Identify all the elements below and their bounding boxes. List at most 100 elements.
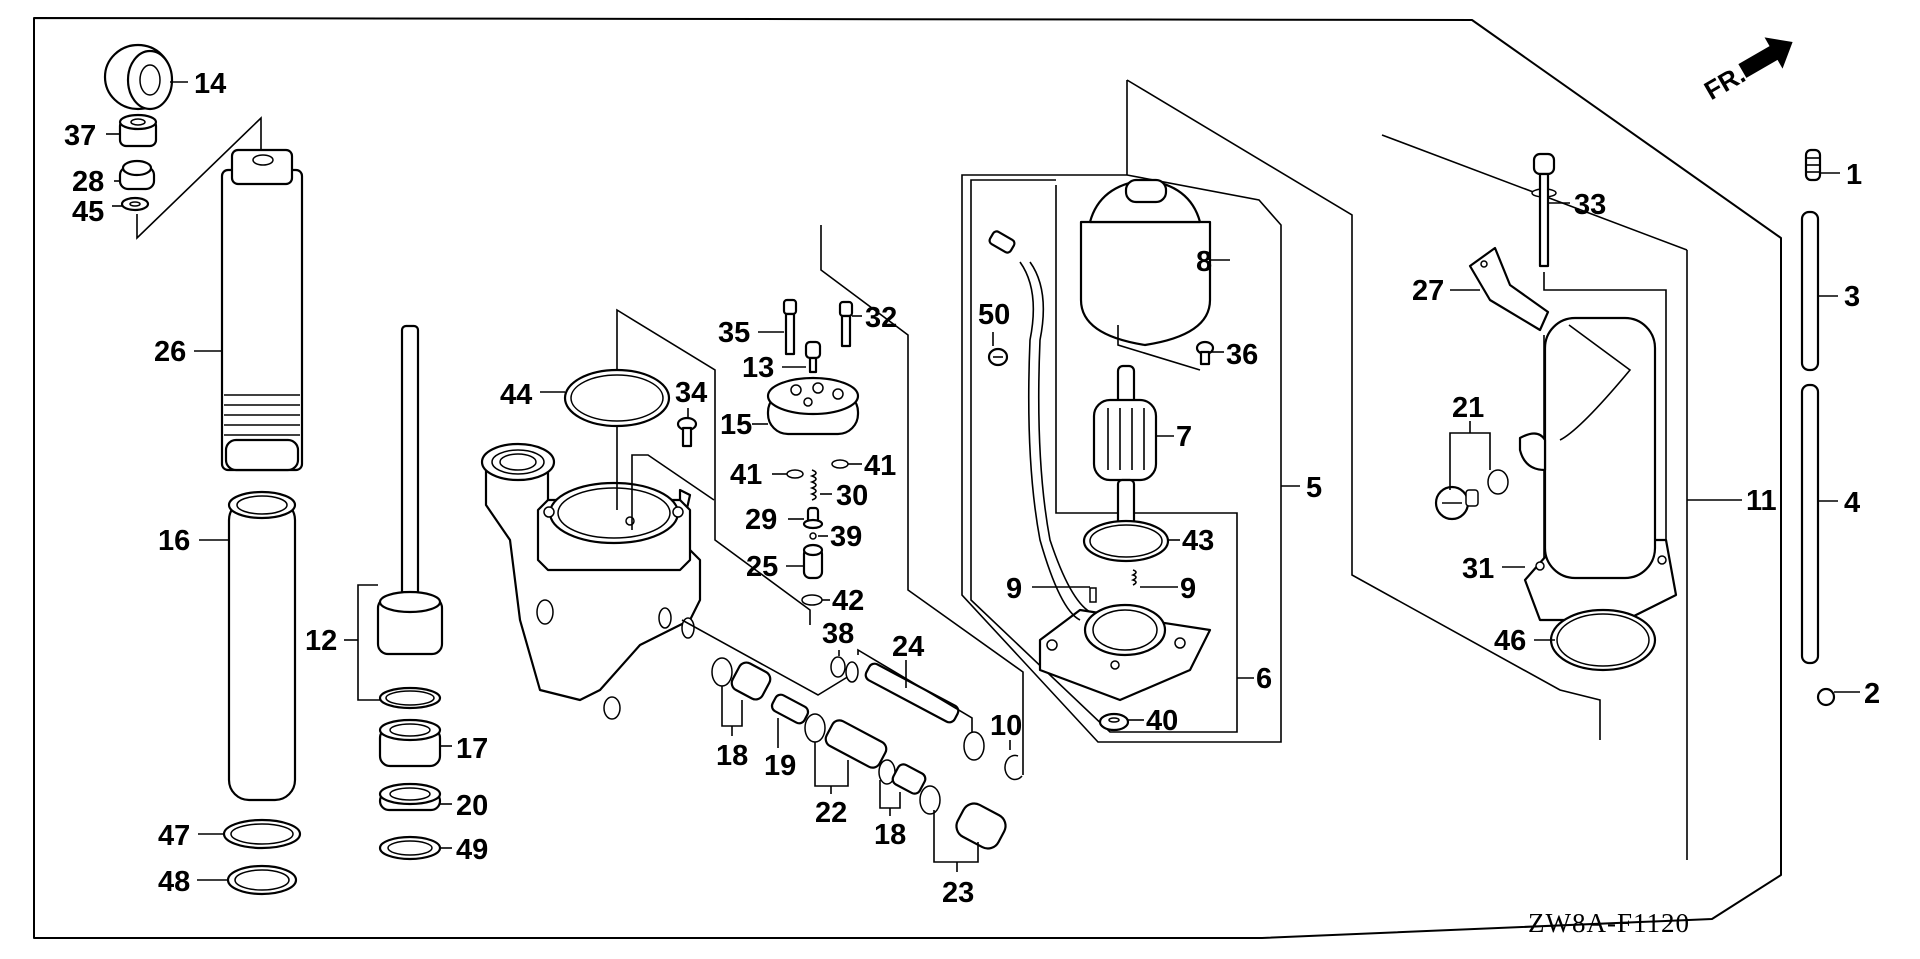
part-26-cylinder bbox=[194, 148, 304, 472]
label-33: 33 bbox=[1574, 189, 1606, 221]
label-11: 11 bbox=[1746, 485, 1777, 517]
label-40: 40 bbox=[1146, 705, 1178, 737]
label-18-right: 18 bbox=[874, 819, 906, 851]
labels: 14 37 28 4 5 26 16 47 48 1 2 17 20 49 44 3… bbox=[64, 68, 1880, 909]
part-38-o-ring bbox=[830, 650, 859, 683]
part-9-brush-left bbox=[1032, 586, 1097, 603]
part-50-clip bbox=[987, 332, 1009, 367]
arrow-icon bbox=[1738, 37, 1793, 78]
label-13: 13 bbox=[742, 352, 774, 384]
label-35: 35 bbox=[718, 317, 750, 349]
part-18-valve-right bbox=[878, 759, 927, 816]
label-9-right: 9 bbox=[1180, 573, 1196, 605]
label-19: 19 bbox=[764, 750, 796, 782]
leader-housing-vertical bbox=[631, 454, 715, 530]
leader-housing-top bbox=[616, 308, 811, 625]
part-39-ball bbox=[809, 532, 828, 540]
label-44: 44 bbox=[500, 379, 532, 411]
label-7: 7 bbox=[1176, 421, 1192, 453]
part-20-washer bbox=[378, 782, 452, 812]
motor-frame-6 bbox=[970, 179, 1238, 733]
part-45-washer bbox=[112, 116, 262, 240]
label-6: 6 bbox=[1256, 663, 1272, 695]
part-17-seal-cup bbox=[378, 718, 452, 768]
label-42: 42 bbox=[832, 585, 864, 617]
label-28: 28 bbox=[72, 166, 104, 198]
part-4-tube bbox=[1800, 383, 1838, 665]
part-36-screw bbox=[1117, 325, 1224, 371]
label-37: 37 bbox=[64, 120, 96, 152]
part-16-tube bbox=[199, 490, 297, 802]
pump-housing bbox=[480, 442, 702, 720]
label-1: 1 bbox=[1846, 159, 1862, 191]
part-34-screw bbox=[676, 408, 698, 448]
part-27-bracket bbox=[1450, 246, 1550, 332]
part-1-plug bbox=[1804, 148, 1840, 182]
label-41-left: 41 bbox=[730, 459, 762, 491]
assembly-frame bbox=[33, 17, 1782, 939]
label-36: 36 bbox=[1226, 339, 1258, 371]
label-49: 49 bbox=[456, 834, 488, 866]
label-2: 2 bbox=[1864, 678, 1880, 710]
part-9-brush-right bbox=[1130, 569, 1178, 588]
part-12-piston-rod bbox=[344, 324, 444, 710]
label-15: 15 bbox=[720, 409, 752, 441]
label-47: 47 bbox=[158, 820, 190, 852]
leader-housing-right bbox=[820, 225, 1024, 775]
label-41-right: 41 bbox=[864, 450, 896, 482]
part-49-ring bbox=[378, 835, 452, 861]
part-43-o-ring bbox=[1082, 519, 1180, 563]
label-25: 25 bbox=[746, 551, 778, 583]
label-17: 17 bbox=[456, 733, 488, 765]
label-38: 38 bbox=[822, 618, 854, 650]
label-50: 50 bbox=[978, 299, 1010, 331]
part-35-bolt bbox=[758, 298, 798, 356]
part-32-bolt bbox=[838, 300, 862, 348]
label-43: 43 bbox=[1182, 525, 1214, 557]
diagram-code: ZW8A-F1120 bbox=[1528, 908, 1690, 938]
label-46: 46 bbox=[1494, 625, 1526, 657]
label-27: 27 bbox=[1412, 275, 1444, 307]
leader-valve-line bbox=[681, 619, 855, 696]
label-4: 4 bbox=[1844, 487, 1860, 519]
part-7-armature bbox=[1092, 364, 1174, 532]
label-30: 30 bbox=[836, 480, 868, 512]
part-25-valve-seat bbox=[786, 543, 824, 580]
part-14-cap bbox=[103, 43, 188, 111]
label-14: 14 bbox=[194, 68, 226, 100]
label-18-left: 18 bbox=[716, 740, 748, 772]
label-16: 16 bbox=[158, 525, 190, 557]
label-20: 20 bbox=[456, 790, 488, 822]
label-24: 24 bbox=[892, 631, 924, 663]
label-5: 5 bbox=[1306, 472, 1322, 504]
part-28-seal bbox=[114, 159, 156, 191]
label-10: 10 bbox=[990, 710, 1022, 742]
part-40-grommet bbox=[1098, 712, 1144, 732]
part-47-ring bbox=[198, 818, 302, 850]
label-8: 8 bbox=[1196, 246, 1212, 278]
part-48-ring bbox=[197, 864, 298, 896]
part-13-pin bbox=[782, 340, 822, 374]
part-22-valve bbox=[804, 713, 888, 794]
part-31-reservoir bbox=[1502, 316, 1678, 622]
part-19-spool bbox=[770, 693, 810, 748]
part-18-valve-left bbox=[711, 657, 772, 736]
part-6-end-plate bbox=[1038, 603, 1212, 702]
part-8-motor-housing bbox=[1079, 178, 1230, 347]
front-direction-marker: FR. bbox=[1699, 37, 1793, 106]
part-29-valve bbox=[788, 506, 824, 530]
label-48: 48 bbox=[158, 866, 190, 898]
label-23: 23 bbox=[942, 877, 974, 909]
part-44-o-ring bbox=[540, 368, 671, 428]
label-21: 21 bbox=[1452, 392, 1484, 424]
part-2-clamp bbox=[1816, 687, 1860, 707]
part-15-valve-block bbox=[752, 376, 860, 436]
part-21-drain-plug bbox=[1434, 421, 1509, 521]
part-37-nut bbox=[106, 113, 158, 148]
label-26: 26 bbox=[154, 336, 186, 368]
part-46-o-ring bbox=[1534, 608, 1657, 672]
part-41-o-ring-left bbox=[772, 469, 804, 479]
label-31: 31 bbox=[1462, 553, 1494, 585]
motor-frame-outer bbox=[961, 80, 1282, 743]
